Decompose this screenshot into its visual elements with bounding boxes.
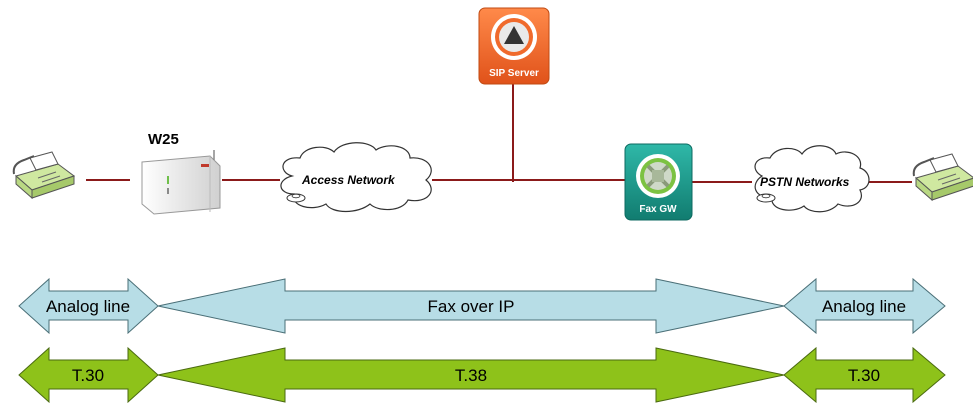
- fax-gateway-label: Fax GW: [639, 204, 677, 215]
- pstn-network-label: PSTN Networks: [760, 175, 850, 189]
- fax-machine-icon: [12, 151, 76, 200]
- sip-server-label: SIP Server: [489, 68, 539, 79]
- w25-label: W25: [148, 131, 179, 148]
- t38-label: T.38: [455, 366, 487, 385]
- analog-line-left-label: Analog line: [46, 297, 130, 316]
- transport-row: [18, 277, 946, 335]
- access-network-label: Access Network: [301, 173, 396, 187]
- t30-right-label: T.30: [848, 366, 880, 385]
- access-network-cloud: Access Network: [280, 142, 432, 213]
- analog-line-right-label: Analog line: [822, 297, 906, 316]
- fax-machine-icon: [912, 153, 973, 202]
- fax-over-ip-label: Fax over IP: [428, 297, 515, 316]
- fax-gateway: Fax GW: [624, 143, 693, 221]
- w25-device: W25: [141, 131, 221, 215]
- analog-line-right-arrow: [783, 277, 946, 335]
- t30-left-label: T.30: [72, 366, 104, 385]
- protocol-row: [18, 346, 946, 403]
- sip-server: SIP Server: [478, 7, 550, 85]
- connection-lines: [86, 84, 912, 183]
- pstn-network-cloud: PSTN Networks: [754, 145, 870, 213]
- t30-right-arrow: [783, 346, 946, 403]
